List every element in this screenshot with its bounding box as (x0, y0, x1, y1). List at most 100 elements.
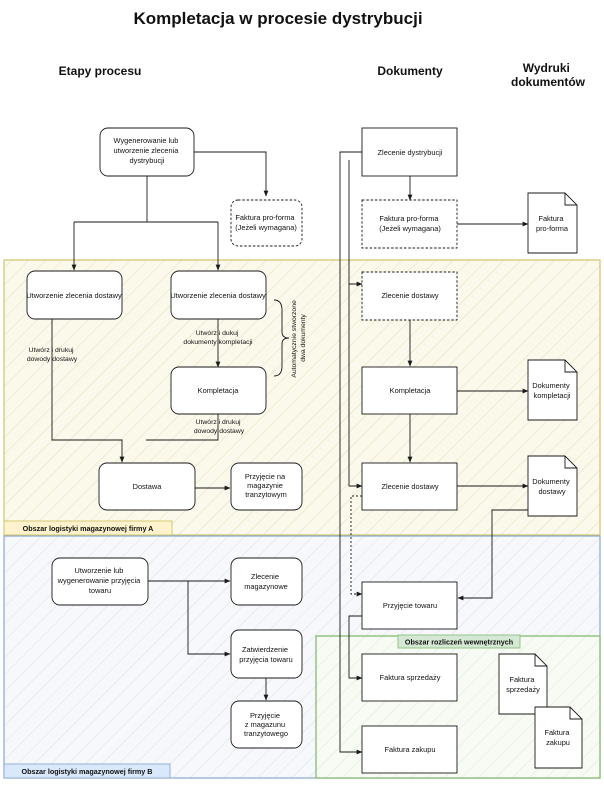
svg-text:Faktura pro-forma (Jeżel: Faktura pro-forma (Jeżeli wymagana) (379, 214, 441, 233)
doc-distribution-order-text: Zlecenie dystrybucji (378, 148, 443, 157)
svg-text:Zlecenie dostawy: Zlecenie dostawy (381, 482, 438, 491)
stage-picking: Kompletacja (170, 366, 267, 415)
stage-approve-receipt-line-1: Zatwierdzenie (242, 645, 288, 654)
svg-text:Faktura sprzedaży: Faktura sprzedaży (506, 675, 540, 694)
svg-text:Utworzenie lub wygenerow: Utworzenie lub wygenerowanie przyjęcia t… (57, 566, 143, 595)
doc-sales-invoice-text: Faktura sprzedaży (380, 673, 441, 682)
doc-delivery-order: Zlecenie dostawy (361, 462, 458, 511)
doc-goods-receipt: Przyjęcie towaru (361, 581, 458, 630)
stage-delivery-order-left: Utworzenie zlecenia dostawy (26, 270, 123, 320)
svg-text:Zlecenie dostawy: Zlecenie dostawy (381, 291, 438, 300)
svg-text:Utworzenie zlecenia dostawy: Utworzenie zlecenia dostawy (170, 291, 266, 300)
stage-generate-order-line-3: dystrybucji (130, 156, 165, 165)
stage-generate-order: Wygenerowanie lub utworzenie zlecenia dy… (99, 127, 195, 177)
svg-text:Faktura pro-forma (Jeżel: Faktura pro-forma (Jeżeli wymagana) (235, 213, 297, 232)
stage-proforma: Faktura pro-forma (Jeżeli wymagana) (230, 199, 303, 247)
printout-picking-docs-line-1: Dokumenty (532, 381, 570, 390)
printout-proforma: Faktura pro-forma (527, 192, 578, 254)
stage-transit-issue-line-2: z magazunu (245, 720, 285, 729)
column-header-documents: Dokumenty (377, 64, 443, 78)
stage-warehouse-order: Zlecenie magazynowe (230, 557, 303, 606)
edge-label-print-delivery-left: Utwórz i drukuj dowody dostawy (27, 347, 78, 363)
svg-text:Wygenerowanie lub utworz: Wygenerowanie lub utworzenie zlecenia dy… (114, 136, 181, 165)
doc-goods-receipt-text: Przyjęcie towaru (383, 601, 437, 610)
stage-transit-receipt-line-1: Przyjęcie na (245, 472, 286, 481)
printout-picking-docs: Dokumenty kompletacji (527, 359, 578, 421)
column-header-printouts: Wydruki dokumentów (511, 61, 586, 89)
stage-transit-receipt-line-2: magazynie (247, 481, 283, 490)
printout-purchase-invoice: Faktura zakupu (534, 706, 583, 769)
edge-label-print-delivery-left-line-1: Utwórz i drukuj (29, 347, 74, 354)
doc-delivery-order-dashed: Zlecenie dostawy (361, 271, 458, 321)
stage-warehouse-order-line-1: Zlecenie (251, 572, 279, 581)
area-firm-b-tab (3, 763, 171, 779)
stage-delivery: Dostawa (98, 462, 196, 511)
printout-delivery-docs-line-2: dostawy (538, 487, 565, 496)
doc-delivery-order-dashed-text: Zlecenie dostawy (381, 291, 438, 300)
area-internal-label: Obszar rozliczeń wewnętrznych (405, 638, 513, 647)
column-header-stages: Etapy procesu (59, 64, 142, 78)
svg-text:Dokumenty kompletacji: Dokumenty kompletacji (532, 381, 571, 400)
doc-purchase-invoice: Faktura zakupu (361, 725, 458, 774)
doc-proforma-line-2: (Jeżeli wymagana) (379, 224, 441, 233)
svg-text:Zlecenie dystrybucji: Zlecenie dystrybucji (378, 148, 443, 157)
printout-sales-invoice-line-1: Faktura (509, 675, 535, 684)
edge-label-print-delivery-right-line-1: Utwórz i drukuj (196, 419, 241, 426)
printout-delivery-docs-line-1: Dokumenty (532, 477, 570, 486)
stage-picking-text: Kompletacja (198, 386, 240, 395)
svg-text:Przyjęcie z magazunu: Przyjęcie z magazunu tranzytowego (244, 711, 288, 738)
printout-delivery-docs: Dokumenty dostawy (527, 455, 578, 517)
printout-purchase-invoice-line-1: Faktura (544, 728, 570, 737)
doc-proforma: Faktura pro-forma (Jeżeli wymagana) (361, 199, 458, 249)
stage-generate-order-line-1: Wygenerowanie lub (114, 136, 179, 145)
stage-warehouse-order-line-2: magazynowe (244, 582, 288, 591)
stage-transit-receipt: Przyjęcie na magazynie tranzytowym (230, 462, 303, 511)
svg-text:Przyjęcie towaru: Przyjęcie towaru (383, 601, 437, 610)
stage-proforma-line-2: (Jeżeli wymagana) (235, 223, 297, 232)
printout-picking-docs-line-2: kompletacji (534, 391, 571, 400)
edge-label-auto-created: Automatycznie stworzone dwa dokumenty (291, 298, 307, 377)
svg-text:Kompletacja: Kompletacja (198, 386, 240, 395)
doc-picking: Kompletacja (361, 366, 458, 415)
connectors (51, 151, 529, 755)
area-firm-a-label: Obszar logistyki magazynowej firmy A (23, 524, 154, 533)
stage-transit-issue: Przyjęcie z magazunu tranzytowego (230, 700, 303, 749)
svg-text:Zatwierdzenie przyjęcia: Zatwierdzenie przyjęcia towaru (239, 645, 292, 664)
stage-delivery-order-left-text: Utworzenie zlecenia dostawy (26, 291, 122, 300)
printout-proforma-line-2: pro-forma (536, 224, 569, 233)
edge-label-auto-created-line-2: dwa dokumenty (300, 314, 307, 362)
doc-sales-invoice: Faktura sprzedaży (361, 653, 458, 702)
stage-create-receipt: Utworzenie lub wygenerowanie przyjęcia t… (51, 557, 149, 606)
page-title: Kompletacja w procesie dystrybucji (133, 9, 422, 28)
printout-purchase-invoice-line-2: zakupu (546, 738, 570, 747)
stage-transit-issue-line-1: Przyjęcie (250, 711, 280, 720)
printout-sales-invoice-line-2: sprzedaży (506, 685, 540, 694)
edge-label-print-picking-docs-line-1: Utwórz i dukuj (196, 330, 239, 337)
doc-proforma-line-1: Faktura pro-forma (379, 214, 439, 223)
svg-text:Utworzenie zlecenia dostawy: Utworzenie zlecenia dostawy (26, 291, 122, 300)
svg-text:Dokumenty dostawy: Dokumenty dostawy (532, 477, 571, 496)
area-firm-b-label: Obszar logistyki magazynowej firmy B (21, 767, 152, 776)
stage-transit-receipt-line-3: tranzytowym (245, 490, 286, 499)
svg-text:Faktura zakupu: Faktura zakupu (544, 728, 571, 747)
stage-create-receipt-line-1: Utworzenie lub (75, 566, 124, 575)
printouts-header-line-1: Wydruki (523, 61, 570, 75)
area-internal-tab (397, 634, 521, 649)
stage-delivery-order-right: Utworzenie zlecenia dostawy (170, 270, 267, 320)
stage-delivery-text: Dostawa (133, 482, 163, 491)
stage-delivery-order-right-text: Utworzenie zlecenia dostawy (170, 291, 266, 300)
area-firm-a-tab (3, 520, 173, 536)
svg-text:Faktura sprzedaży: Faktura sprzedaży (380, 673, 441, 682)
svg-text:Zlecenie magazynowe: Zlecenie magazynowe (244, 572, 288, 591)
svg-text:Przyjęcie na magazynie: Przyjęcie na magazynie tranzytowym (245, 472, 287, 499)
stage-proforma-line-1: Faktura pro-forma (235, 213, 295, 222)
doc-picking-text: Kompletacja (390, 386, 432, 395)
svg-text:Faktura pro-forma: Faktura pro-forma (536, 214, 569, 233)
svg-text:Kompletacja: Kompletacja (390, 386, 432, 395)
doc-delivery-order-text: Zlecenie dostawy (381, 482, 438, 491)
stage-transit-issue-line-3: tranzytowego (244, 729, 288, 738)
printout-sales-invoice: Faktura sprzedaży (498, 653, 548, 715)
stage-create-receipt-line-3: towaru (89, 586, 111, 595)
edge-label-print-delivery-right-line-2: dowody dostawy (194, 428, 245, 435)
